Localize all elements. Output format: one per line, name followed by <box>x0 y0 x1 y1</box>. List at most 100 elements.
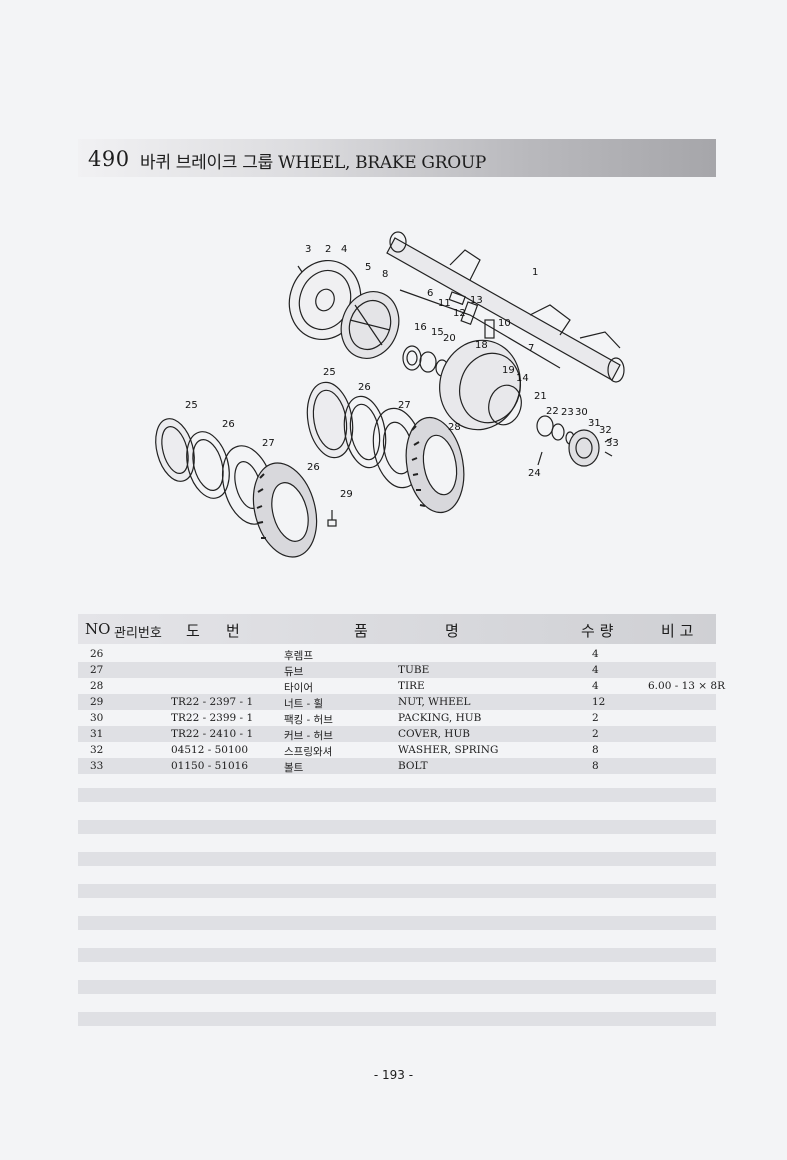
row-name-korean: 볼트 <box>284 762 304 774</box>
section-number: 490 <box>88 147 130 171</box>
empty-table-stripe <box>78 948 716 962</box>
row-drawing-number: TR22 - 2410 - 1 <box>171 728 254 740</box>
callout-25-upper: 25 <box>323 367 336 378</box>
callout-29: 29 <box>340 489 353 500</box>
axle-drawing <box>386 231 625 383</box>
hub-cover-drawing <box>568 429 613 467</box>
table-row: 26 후렘프 4 <box>78 646 716 662</box>
row-name-korean: 스프링와셔 <box>284 746 333 758</box>
callout-21: 21 <box>534 391 547 402</box>
row-quantity: 4 <box>592 648 599 660</box>
wheel-nut-drawing <box>327 510 337 527</box>
row-quantity: 2 <box>592 712 599 724</box>
row-drawing-number: 01150 - 51016 <box>171 760 249 772</box>
callout-12: 12 <box>453 308 466 319</box>
row-quantity: 4 <box>592 680 599 692</box>
empty-table-stripe <box>78 788 716 802</box>
upper-rim-tube-drawing <box>306 381 424 489</box>
callout-28: 28 <box>448 422 461 433</box>
upper-tire-drawing <box>405 416 465 514</box>
brake-shoe-drawing <box>340 291 400 359</box>
col-header-code: 관리번호 <box>114 626 162 641</box>
row-name-korean: 팩킹 - 허브 <box>284 714 333 726</box>
table-row: 33 01150 - 51016 볼트 BOLT 8 <box>78 758 716 774</box>
table-row: 32 04512 - 50100 스프링와셔 WASHER, SPRING 8 <box>78 742 716 758</box>
brake-cable-drawing <box>399 289 561 369</box>
callout-23: 23 <box>561 407 574 418</box>
row-name-english: WASHER, SPRING <box>398 744 499 756</box>
callout-4: 4 <box>341 244 347 255</box>
row-no: 28 <box>90 680 104 692</box>
callout-27-lower: 27 <box>262 438 275 449</box>
row-quantity: 8 <box>592 760 599 772</box>
callout-3: 3 <box>305 244 311 255</box>
row-no: 26 <box>90 648 104 660</box>
section-header: 490 바퀴 브레이크 그룹 WHEEL, BRAKE GROUP <box>78 139 716 177</box>
callout-20: 20 <box>443 333 456 344</box>
col-header-name-2: 명 <box>445 622 459 640</box>
row-no: 32 <box>90 744 104 756</box>
row-drawing-number: TR22 - 2399 - 1 <box>171 712 254 724</box>
col-header-name-1: 품 <box>354 622 368 640</box>
empty-table-stripe <box>78 1012 716 1026</box>
row-no: 31 <box>90 728 104 740</box>
row-name-korean: 듀브 <box>284 666 304 678</box>
callout-14: 14 <box>516 373 529 384</box>
row-name-english: TIRE <box>398 680 425 692</box>
empty-table-stripe <box>78 916 716 930</box>
row-name-korean: 후렘프 <box>284 650 313 662</box>
hub-drum-drawing <box>439 339 522 431</box>
races-drawing <box>536 415 575 445</box>
empty-table-stripe <box>78 852 716 866</box>
callout-30: 30 <box>575 407 588 418</box>
callout-26-lower: 26 <box>222 419 235 430</box>
row-name-english: BOLT <box>398 760 428 772</box>
page-number: - 193 - <box>373 1068 414 1082</box>
row-quantity: 12 <box>592 696 606 708</box>
row-quantity: 4 <box>592 664 599 676</box>
callout-32: 32 <box>599 425 612 436</box>
callout-13: 13 <box>470 295 483 306</box>
callout-11: 11 <box>438 298 451 309</box>
row-quantity: 2 <box>592 728 599 740</box>
callout-22: 22 <box>546 406 559 417</box>
row-name-korean: 타이어 <box>284 682 313 694</box>
callout-15: 15 <box>431 327 444 338</box>
empty-table-stripe <box>78 884 716 898</box>
callout-18: 18 <box>475 340 488 351</box>
col-header-no: NO <box>85 620 111 638</box>
row-remarks: 6.00 - 13 × 8R <box>648 680 726 692</box>
table-row: 30 TR22 - 2399 - 1 팩킹 - 허브 PACKING, HUB 2 <box>78 710 716 726</box>
bearing-drawing <box>402 345 449 377</box>
row-no: 27 <box>90 664 104 676</box>
col-header-drawing-1: 도 <box>186 622 200 640</box>
col-header-remarks: 비 고 <box>661 622 694 640</box>
row-drawing-number: 04512 - 50100 <box>171 744 249 756</box>
row-quantity: 8 <box>592 744 599 756</box>
callout-10: 10 <box>498 318 511 329</box>
row-no: 29 <box>90 696 104 708</box>
callout-33: 33 <box>606 438 619 449</box>
row-drawing-number: TR22 - 2397 - 1 <box>171 696 254 708</box>
callout-19: 19 <box>502 365 515 376</box>
callout-8: 8 <box>382 269 388 280</box>
empty-table-stripe <box>78 980 716 994</box>
callout-6: 6 <box>427 288 433 299</box>
row-no: 33 <box>90 760 104 772</box>
bolt-drawing <box>537 451 543 466</box>
row-no: 30 <box>90 712 104 724</box>
callout-5: 5 <box>365 262 371 273</box>
row-name-english: NUT, WHEEL <box>398 696 471 708</box>
col-header-qty: 수 량 <box>581 622 614 640</box>
lower-tire-drawing <box>252 462 318 558</box>
callout-16: 16 <box>414 322 427 333</box>
lower-rim-tube-drawing <box>155 418 274 525</box>
callout-26-upper: 26 <box>358 382 371 393</box>
row-name-english: PACKING, HUB <box>398 712 482 724</box>
table-row: 28 타이어 TIRE 4 6.00 - 13 × 8R <box>78 678 725 694</box>
callout-2: 2 <box>325 244 331 255</box>
lever-assembly-drawing <box>448 291 495 339</box>
